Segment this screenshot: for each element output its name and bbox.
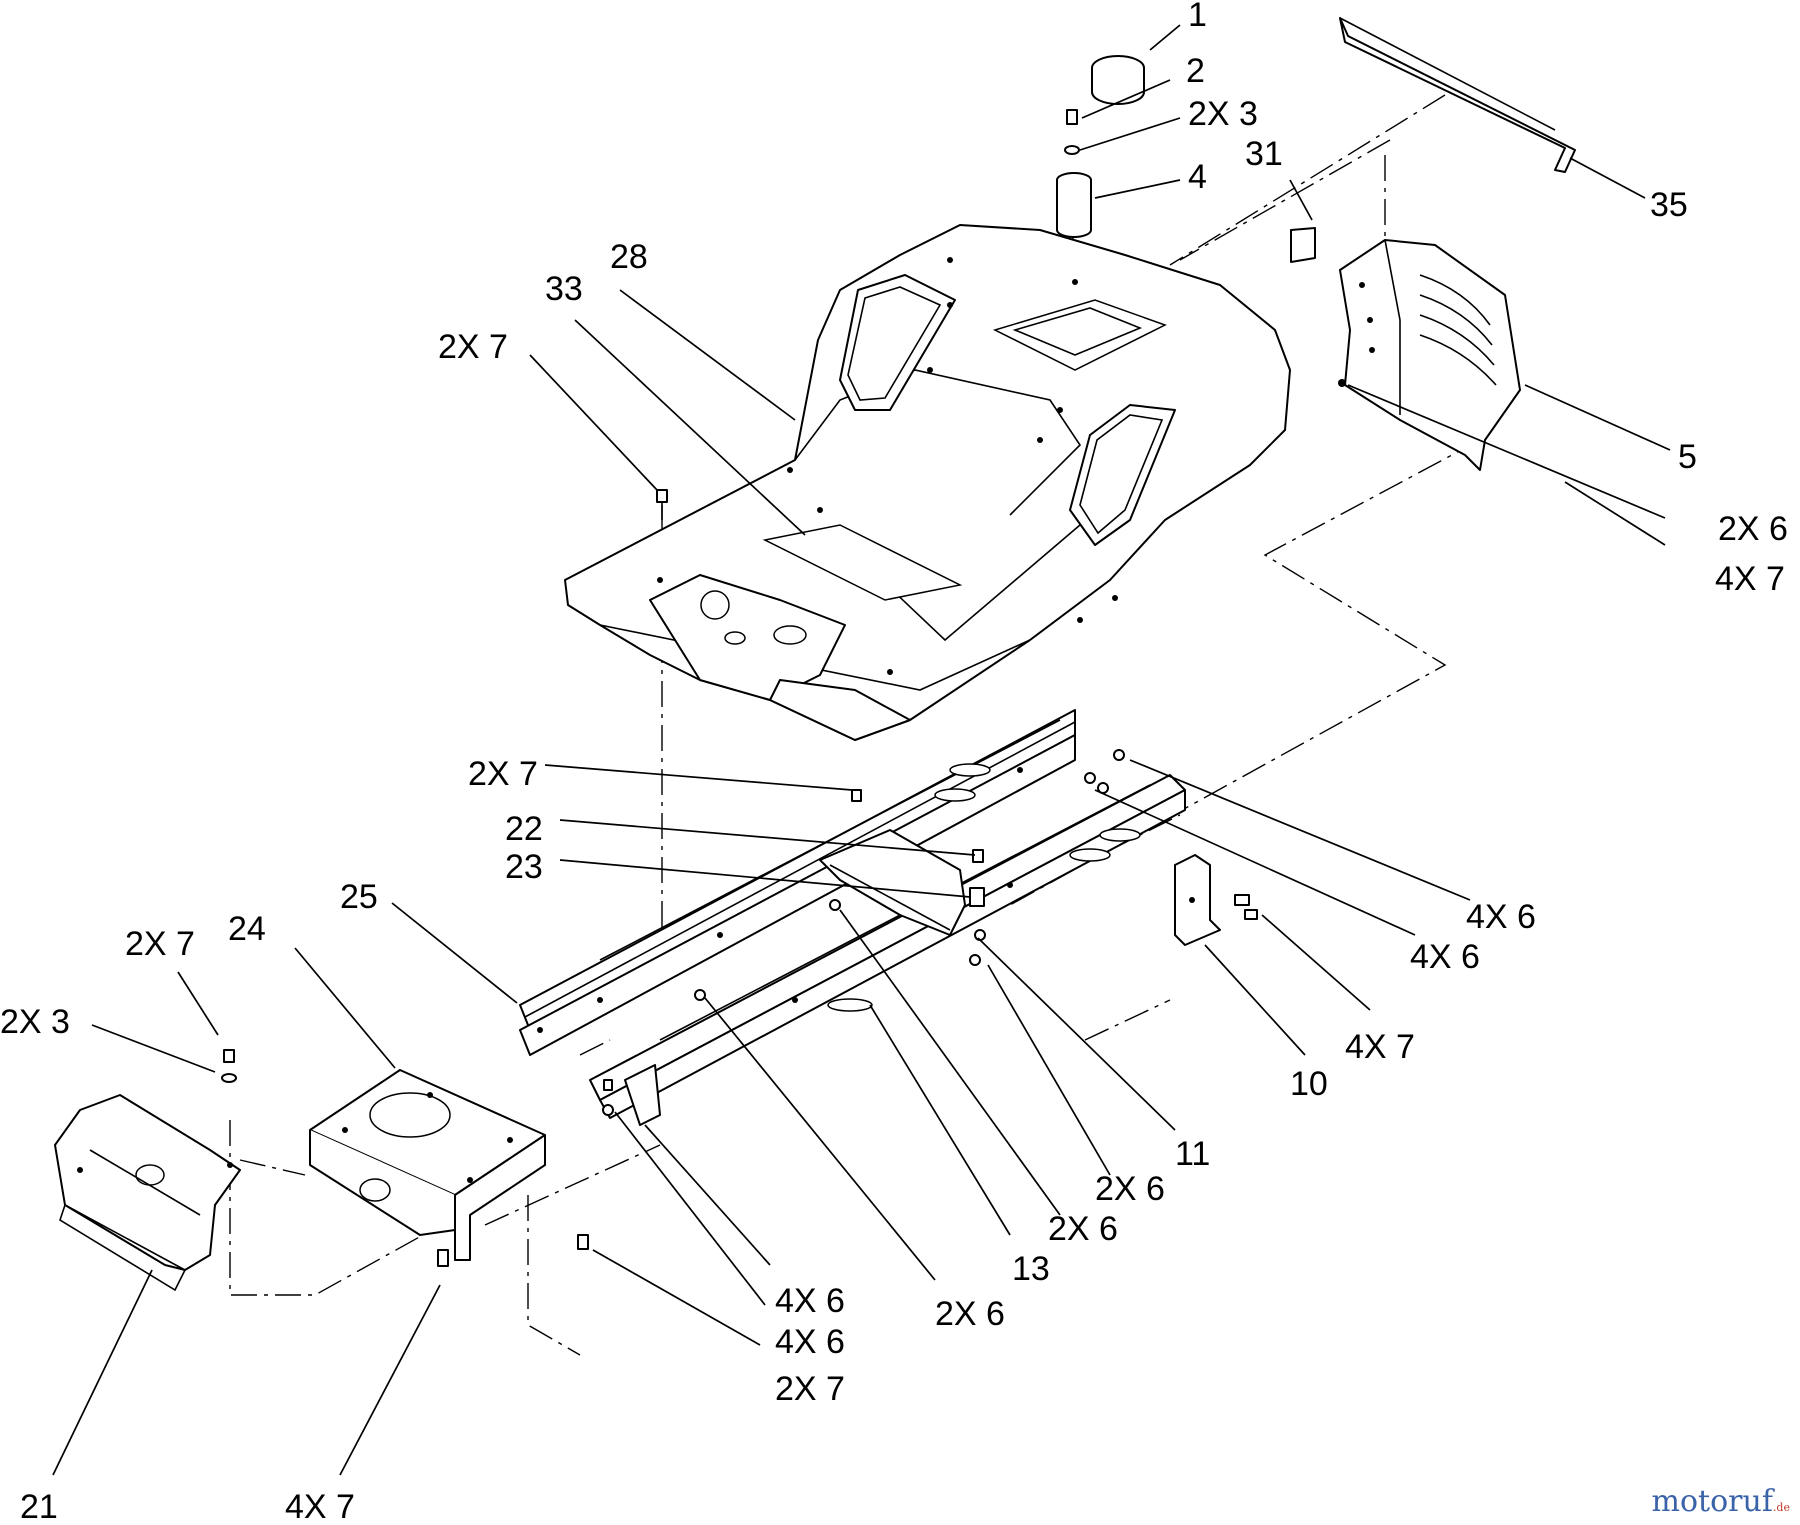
left-small-hardware: [221, 1049, 661, 1267]
watermark-logo: motoruf.de: [1652, 1484, 1790, 1519]
part-10-bracket: [1174, 854, 1221, 946]
callout-6-c: 2X 6: [1095, 1170, 1165, 1208]
part-1-knob: [1091, 55, 1145, 105]
callout-6-b: 4X 6: [1410, 938, 1480, 976]
callout-7-mount: 4X 7: [285, 1488, 355, 1525]
callout-6-a: 4X 6: [1466, 898, 1536, 936]
callout-7-top: 2X 7: [438, 328, 508, 366]
part-3-washer: [1064, 145, 1080, 155]
callout-6-g: 4X 6: [775, 1323, 845, 1361]
callout-5: 5: [1678, 438, 1697, 476]
part-22-bolt: [972, 849, 984, 863]
part-28-fender: [564, 224, 1291, 741]
callout-1: 1: [1188, 0, 1207, 34]
part-23-spacer: [969, 887, 985, 907]
callout-7-left: 2X 7: [125, 925, 195, 963]
callout-6-e: 2X 6: [935, 1295, 1005, 1333]
part-13-frame-rail: [589, 774, 1186, 1119]
part-25-frame-rail: [519, 709, 1076, 1056]
callout-11: 11: [1175, 1135, 1210, 1173]
callout-25: 25: [340, 878, 378, 916]
watermark-brand: motoruf: [1651, 1484, 1773, 1519]
callout-10: 10: [1290, 1065, 1328, 1103]
callout-28: 28: [610, 238, 648, 276]
callout-3: 2X 3: [1188, 95, 1258, 133]
callout-6-f: 4X 6: [775, 1282, 845, 1320]
part-2-bolt: [1066, 109, 1078, 125]
callout-4: 4: [1188, 158, 1207, 196]
callout-7-cover: 4X 7: [1715, 560, 1785, 598]
bolt-7: [656, 489, 668, 520]
part-5-cover: [1338, 239, 1521, 471]
callout-24: 24: [228, 910, 266, 948]
callout-31: 31: [1245, 135, 1283, 173]
callout-3-left: 2X 3: [0, 1003, 70, 1041]
part-4-spacer: [1056, 172, 1092, 238]
callout-22: 22: [505, 810, 543, 848]
callout-23: 23: [505, 848, 543, 886]
callout-2: 2: [1186, 52, 1205, 90]
callout-6-d: 2X 6: [1048, 1210, 1118, 1248]
callout-35: 35: [1650, 186, 1688, 224]
callout-7-bracket: 4X 7: [1345, 1028, 1415, 1066]
part-21-guard: [54, 1094, 241, 1292]
part-35-bar: [1339, 17, 1576, 173]
callout-33: 33: [545, 270, 583, 308]
watermark-ext: .de: [1772, 1501, 1790, 1514]
callout-7-frame: 2X 7: [468, 755, 538, 793]
callout-7-bottom: 2X 7: [775, 1370, 845, 1408]
part-24-mount-plate: [309, 1069, 546, 1261]
frame-small-hardware: [694, 749, 1258, 1001]
callout-13: 13: [1012, 1250, 1050, 1288]
callout-6-cover: 2X 6: [1718, 510, 1788, 548]
callout-21: 21: [20, 1488, 58, 1525]
part-31-label: [1290, 227, 1316, 263]
leader-lines: [52, 24, 1671, 1476]
